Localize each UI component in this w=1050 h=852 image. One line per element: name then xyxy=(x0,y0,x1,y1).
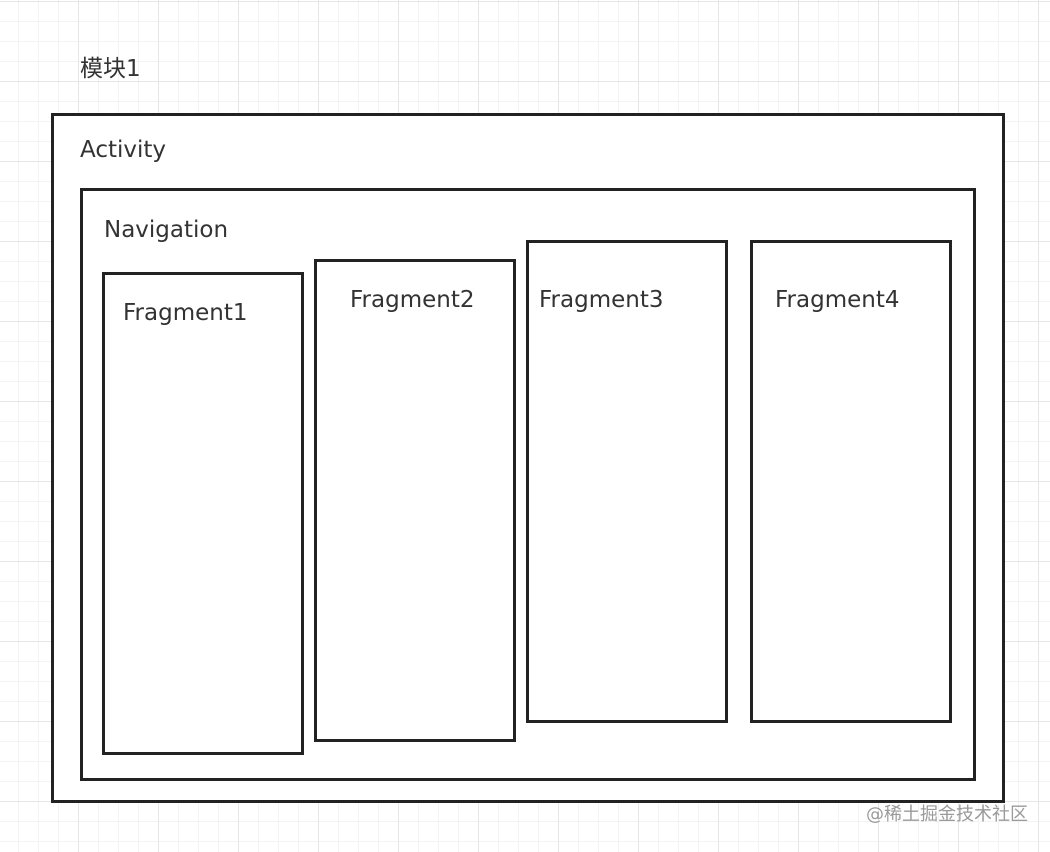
module-title: 模块1 xyxy=(80,56,141,82)
fragment-2-box xyxy=(314,259,516,742)
watermark: @稀土掘金技术社区 xyxy=(866,804,1028,825)
fragment-4-box xyxy=(750,240,952,723)
fragment-4-label: Fragment4 xyxy=(775,287,900,313)
activity-label: Activity xyxy=(80,137,167,163)
fragment-3-box xyxy=(526,240,728,723)
navigation-label: Navigation xyxy=(104,217,229,243)
fragment-1-label: Fragment1 xyxy=(123,300,248,326)
fragment-3-label: Fragment3 xyxy=(539,287,664,313)
fragment-1-box xyxy=(102,272,304,755)
fragment-2-label: Fragment2 xyxy=(350,287,475,313)
